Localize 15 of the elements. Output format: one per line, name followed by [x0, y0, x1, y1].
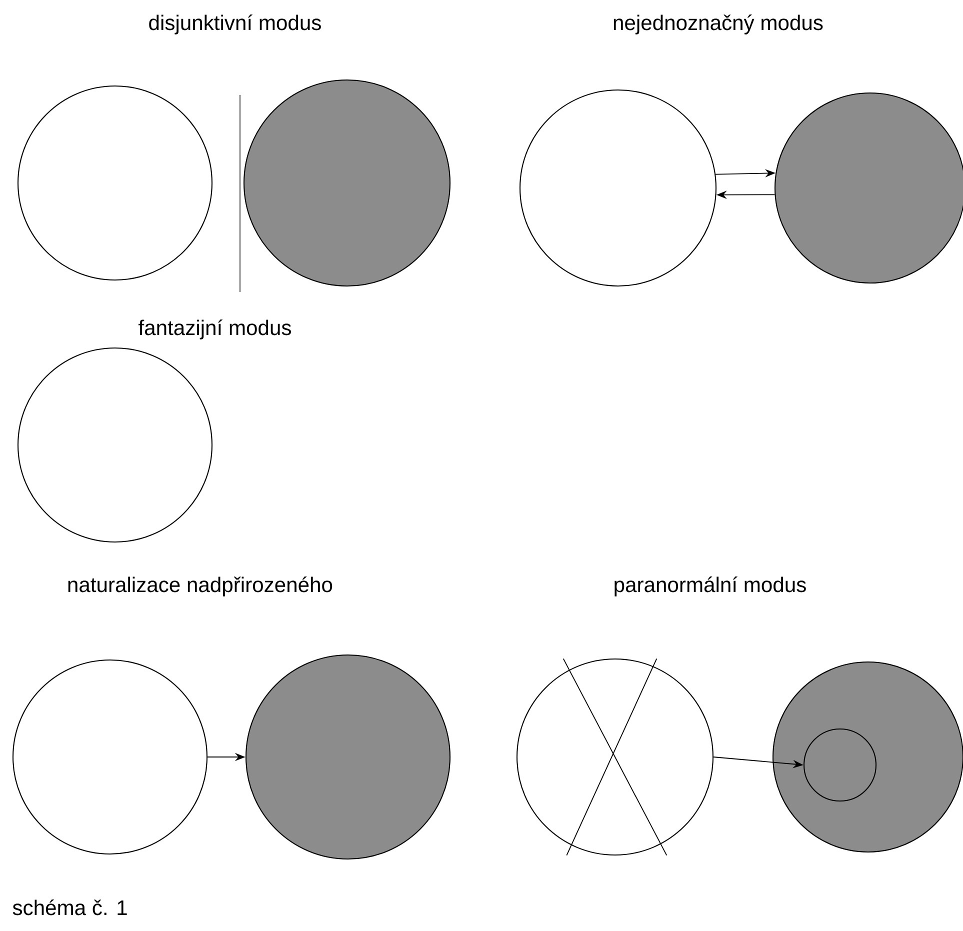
circle: [17, 347, 213, 543]
circle: [12, 659, 208, 855]
heading: fantazijní modus: [138, 319, 291, 340]
shaded-circle: [803, 728, 877, 802]
heading: nejednoznačný modus: [614, 14, 823, 34]
circle: [519, 89, 717, 287]
caption: schéma č. 1: [12, 899, 127, 916]
shaded-circle: [774, 92, 963, 284]
shaded-circle: [245, 654, 451, 860]
crossed-circle: [516, 658, 714, 856]
heading: paranormální modus: [614, 576, 806, 596]
circle: [17, 85, 213, 281]
shaded-circle: [243, 79, 451, 287]
heading: disjunktivní modus: [149, 14, 321, 34]
heading: naturalizace nadpřirozeného: [68, 576, 332, 596]
